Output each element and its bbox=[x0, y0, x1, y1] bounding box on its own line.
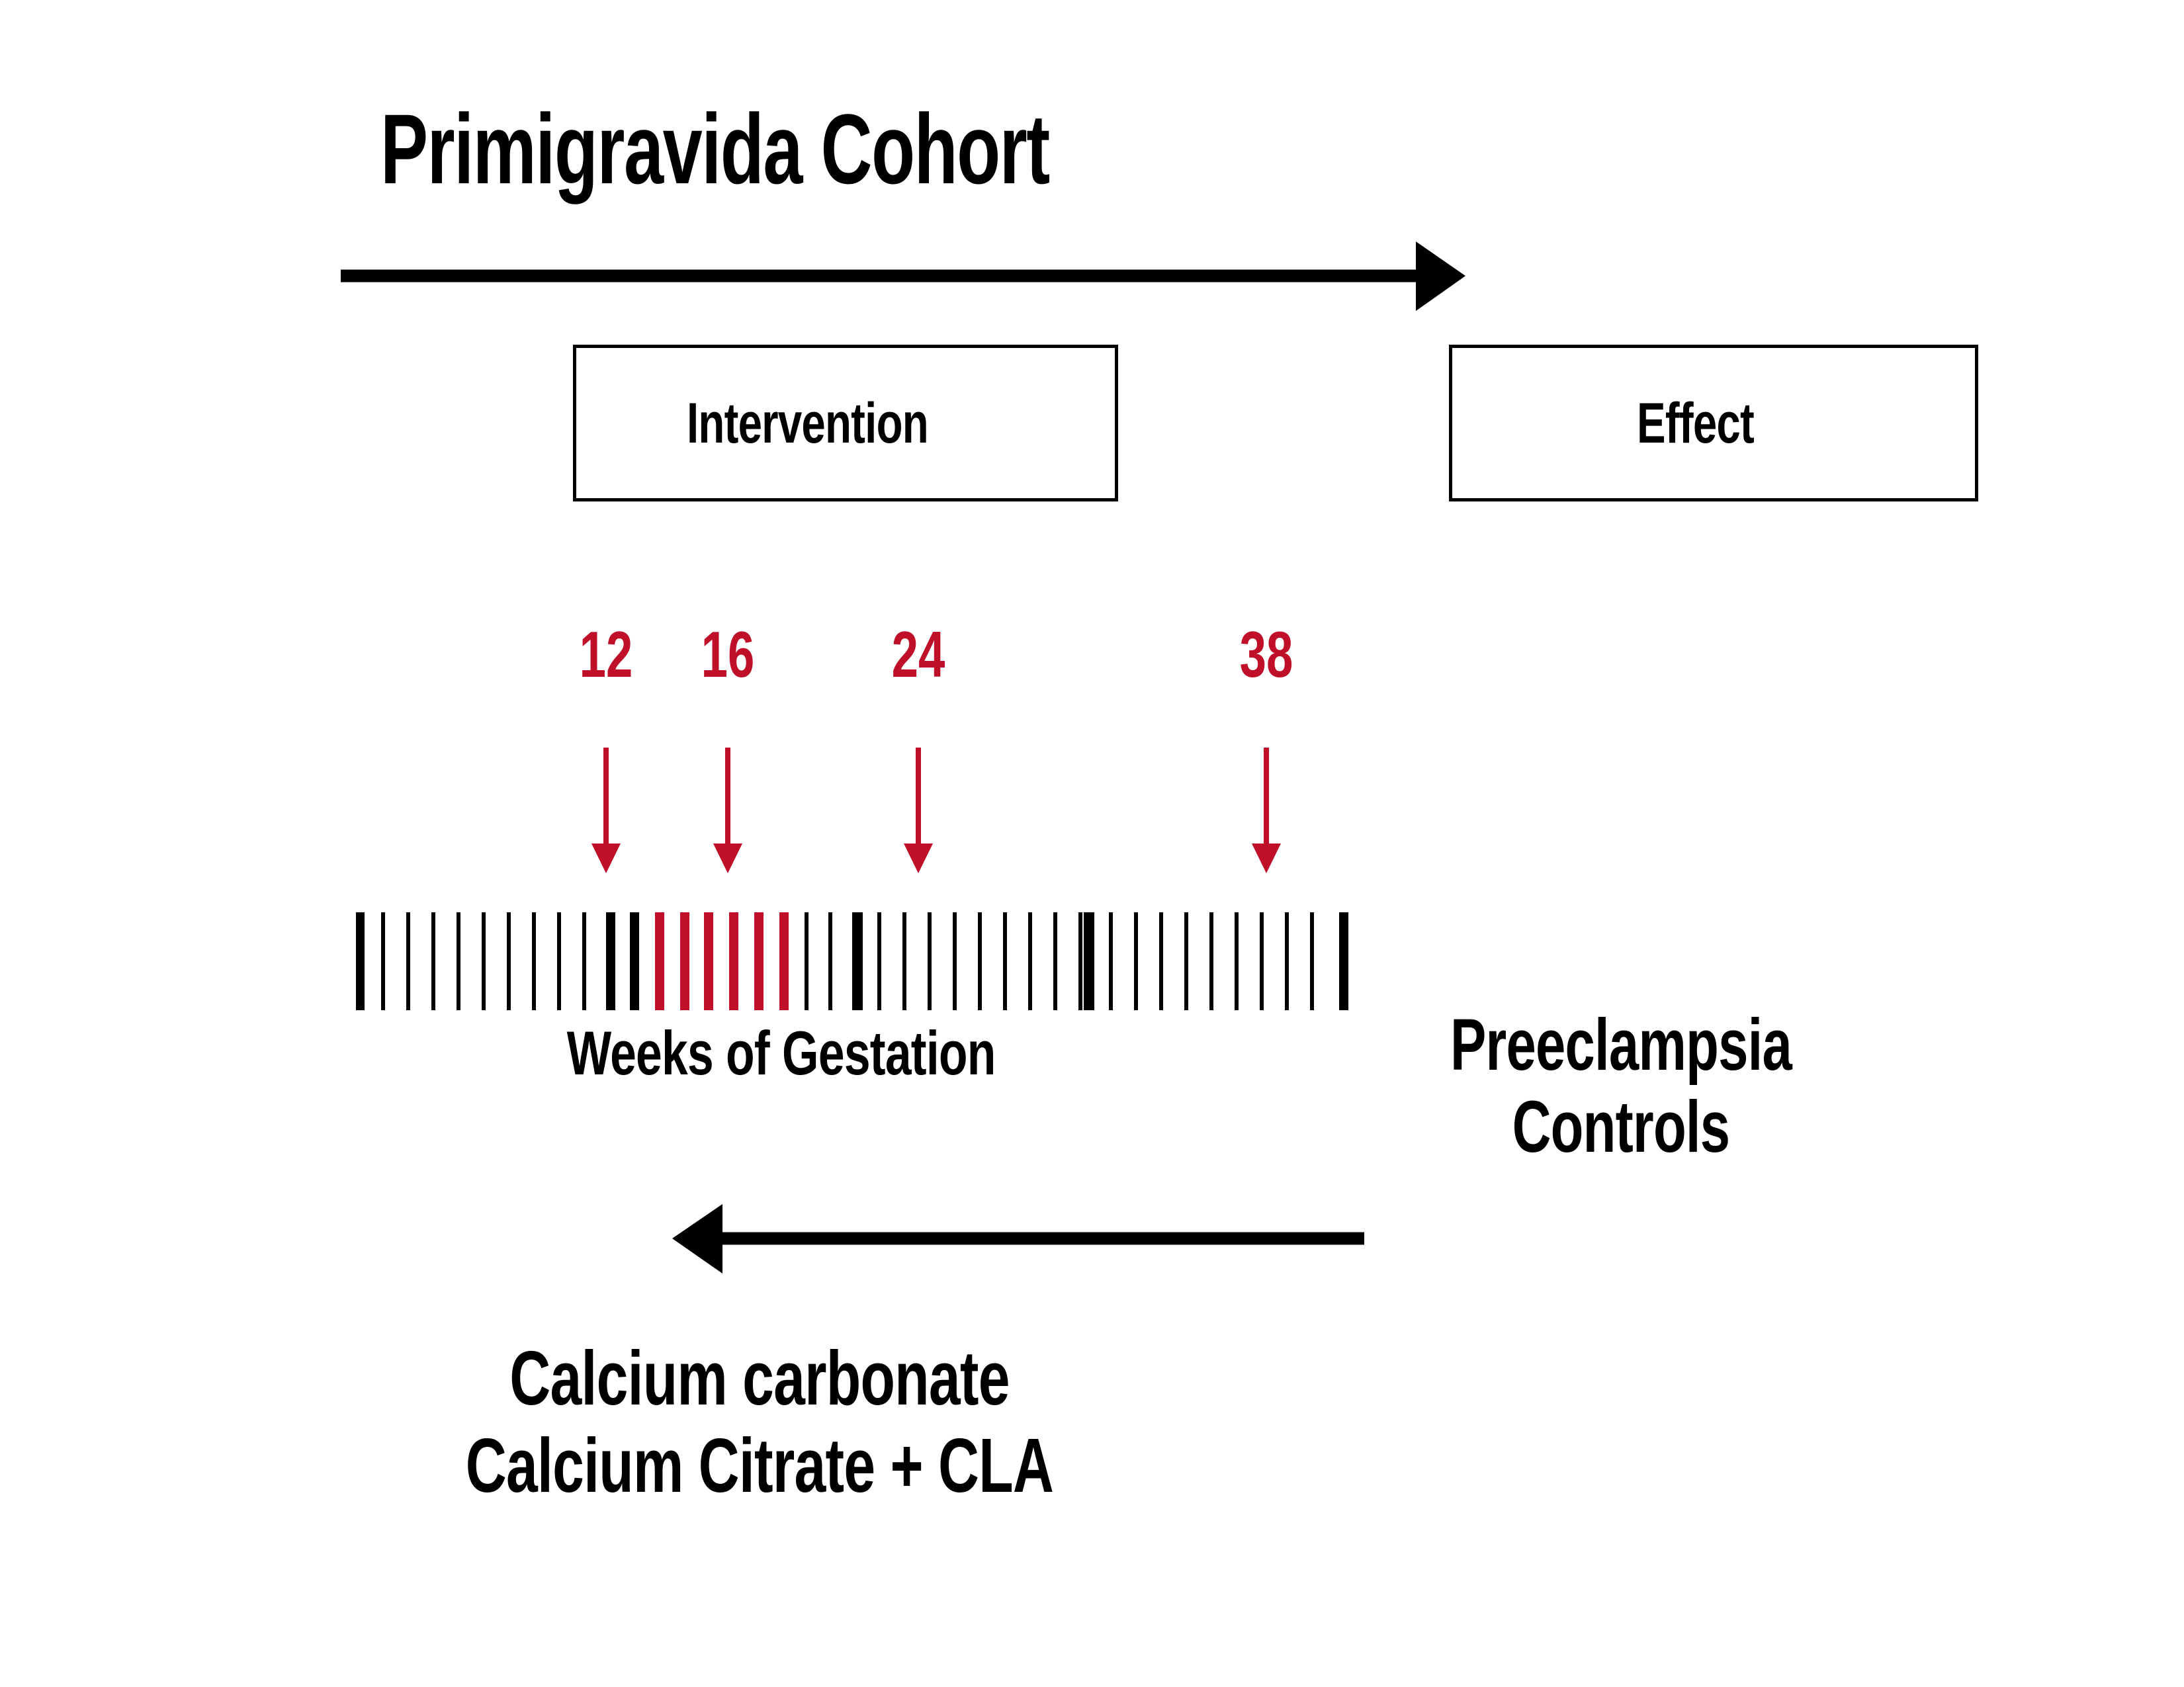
gestation-tick bbox=[457, 912, 460, 1010]
gestation-tick bbox=[1209, 912, 1213, 1010]
gestation-tick bbox=[1084, 912, 1094, 1010]
gestation-tick bbox=[1028, 912, 1032, 1010]
gestation-tick bbox=[902, 912, 906, 1010]
gestation-tick bbox=[828, 912, 832, 1010]
gestation-tick bbox=[928, 912, 932, 1010]
gestation-tick bbox=[877, 912, 881, 1010]
outcome-labels: Preeclampsia Controls bbox=[1352, 1009, 2079, 1173]
gestation-tick bbox=[1260, 912, 1264, 1010]
gestation-tick bbox=[482, 912, 486, 1010]
gestation-tick bbox=[680, 912, 689, 1010]
week-pointer-arrows bbox=[591, 748, 1281, 873]
week-label-38: 38 bbox=[1239, 618, 1293, 691]
gestation-ruler bbox=[0, 912, 2184, 1010]
gestation-tick bbox=[406, 912, 410, 1010]
gestation-tick bbox=[953, 912, 957, 1010]
week-pointer-24 bbox=[904, 748, 933, 873]
gestation-tick bbox=[1339, 912, 1348, 1010]
gestation-tick bbox=[978, 912, 982, 1010]
intervention-box[interactable]: Intervention bbox=[573, 345, 1118, 501]
gestation-tick bbox=[507, 912, 511, 1010]
outcome-line-controls: Controls bbox=[1512, 1086, 1730, 1168]
week-pointer-16 bbox=[713, 748, 742, 873]
gestation-tick bbox=[1053, 912, 1057, 1010]
intervention-box-label: Intervention bbox=[686, 391, 929, 455]
effect-box[interactable]: Effect bbox=[1449, 345, 1978, 501]
gestation-tick bbox=[381, 912, 385, 1010]
gestation-tick bbox=[852, 912, 863, 1010]
gestation-axis-label: Weeks of Gestation bbox=[566, 1018, 996, 1088]
gestation-tick bbox=[1310, 912, 1314, 1010]
gestation-tick bbox=[1285, 912, 1289, 1010]
gestation-tick bbox=[704, 912, 713, 1010]
gestation-tick bbox=[606, 912, 615, 1010]
gestation-tick bbox=[729, 912, 738, 1010]
week-label-12: 12 bbox=[579, 618, 633, 691]
gestation-tick bbox=[1003, 912, 1007, 1010]
week-label-16: 16 bbox=[701, 618, 755, 691]
gestation-tick bbox=[630, 912, 639, 1010]
gestation-tick bbox=[557, 912, 561, 1010]
gestation-tick bbox=[779, 912, 789, 1010]
supplementation-arrow bbox=[672, 1204, 1364, 1274]
week-label-24: 24 bbox=[891, 618, 945, 691]
gestation-tick bbox=[1235, 912, 1239, 1010]
supplement-labels: Calcium carbonate Calcium Citrate + CLA bbox=[319, 1340, 1510, 1514]
gestation-tick bbox=[532, 912, 536, 1010]
gestation-tick bbox=[655, 912, 664, 1010]
cohort-timeline-arrow bbox=[341, 241, 1465, 311]
supplement-line-calcium-citrate-cla: Calcium Citrate + CLA bbox=[465, 1422, 1054, 1508]
gestation-tick bbox=[1159, 912, 1163, 1010]
effect-box-label: Effect bbox=[1636, 391, 1755, 455]
gestation-tick bbox=[1109, 912, 1113, 1010]
gestation-tick bbox=[1078, 912, 1082, 1010]
gestation-tick bbox=[582, 912, 586, 1010]
gestation-tick bbox=[754, 912, 764, 1010]
figure-title: Primigravida Cohort bbox=[380, 93, 1050, 204]
gestation-tick bbox=[805, 912, 808, 1010]
week-pointer-12 bbox=[591, 748, 621, 873]
week-pointer-38 bbox=[1252, 748, 1281, 873]
outcome-line-preeclampsia: Preeclampsia bbox=[1450, 1004, 1792, 1086]
gestation-tick bbox=[1134, 912, 1138, 1010]
gestation-tick bbox=[431, 912, 435, 1010]
supplement-line-calcium-carbonate: Calcium carbonate bbox=[509, 1335, 1010, 1421]
gestation-tick bbox=[356, 912, 365, 1010]
gestation-tick bbox=[1184, 912, 1188, 1010]
